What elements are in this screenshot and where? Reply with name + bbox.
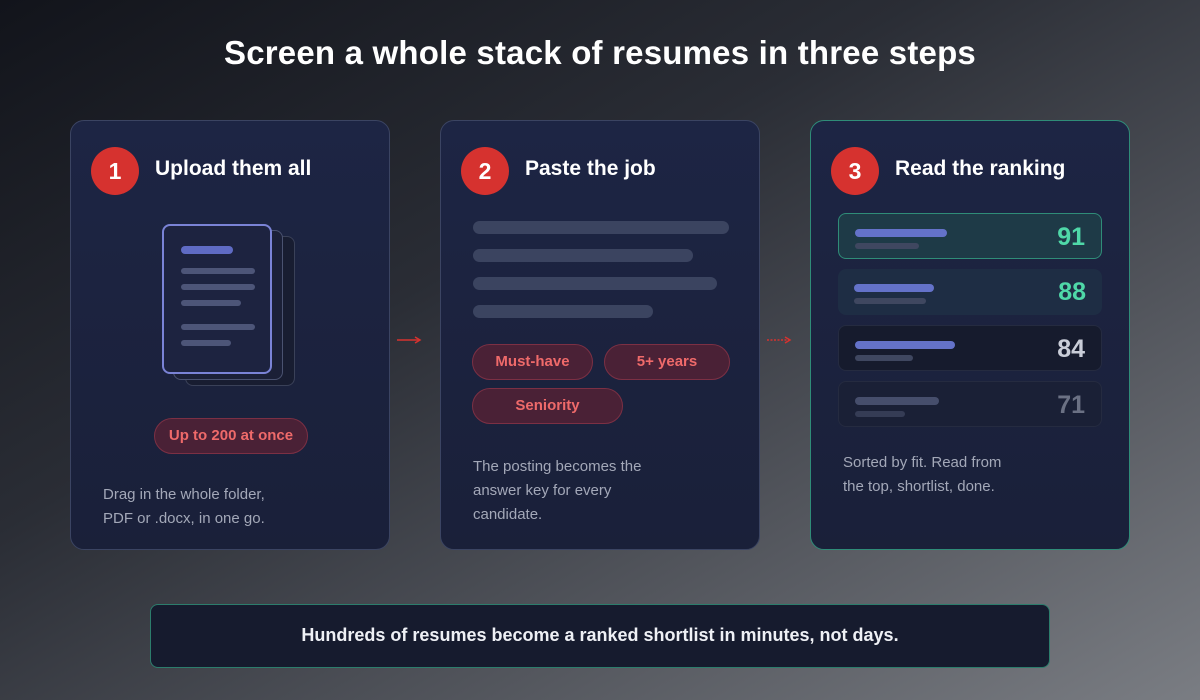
- job-text-line: [473, 277, 717, 290]
- job-text-line: [473, 305, 653, 318]
- requirement-pill: Seniority: [472, 388, 623, 424]
- step-description: Drag in the whole folder, PDF or .docx, …: [103, 483, 343, 531]
- step-description-line: candidate.: [473, 506, 543, 523]
- upload-limit-pill: Up to 200 at once: [154, 418, 308, 454]
- step-description-line: the top, shortlist, done.: [843, 478, 995, 495]
- candidate-detail-bar: [855, 243, 919, 249]
- step-title: Read the ranking: [895, 157, 1066, 180]
- candidate-name-bar: [854, 284, 934, 292]
- ranking-row: 91: [838, 213, 1102, 259]
- candidate-name-bar: [855, 341, 955, 349]
- step-description-line: answer key for every: [473, 482, 612, 499]
- step-description-line: PDF or .docx, in one go.: [103, 510, 265, 527]
- arrow-right-icon: [397, 336, 423, 344]
- step-description-line: Sorted by fit. Read from: [843, 454, 1002, 471]
- step-card-upload: 1 Upload them all Up to 200 at once Drag…: [70, 120, 390, 550]
- fit-score: 71: [1057, 391, 1085, 419]
- doc-text-line: [181, 268, 255, 274]
- fit-score: 91: [1057, 223, 1085, 251]
- fit-score: 88: [1058, 278, 1086, 306]
- doc-text-line: [181, 340, 231, 346]
- candidate-name-bar: [855, 397, 939, 405]
- step-number-badge: 1: [91, 147, 139, 195]
- ranking-row: 88: [838, 269, 1102, 315]
- step-description-line: Drag in the whole folder,: [103, 486, 265, 503]
- step-number-badge: 3: [831, 147, 879, 195]
- summary-banner: Hundreds of resumes become a ranked shor…: [150, 604, 1050, 668]
- step-description: The posting becomes the answer key for e…: [473, 455, 713, 527]
- candidate-detail-bar: [855, 411, 905, 417]
- doc-text-line: [181, 300, 241, 306]
- document-front-icon: [162, 224, 272, 374]
- candidate-name-bar: [855, 229, 947, 237]
- step-number-badge: 2: [461, 147, 509, 195]
- step-card-ranking: 3 Read the ranking 91 88 84 71 Sorted by…: [810, 120, 1130, 550]
- ranking-row: 71: [838, 381, 1102, 427]
- fit-score: 84: [1057, 335, 1085, 363]
- candidate-detail-bar: [854, 298, 926, 304]
- arrow-right-icon: [767, 336, 793, 344]
- page-title: Screen a whole stack of resumes in three…: [223, 34, 976, 71]
- doc-text-line: [181, 284, 255, 290]
- doc-heading-line: [181, 246, 233, 254]
- requirement-pill: Must-have: [472, 344, 593, 380]
- job-text-line: [473, 249, 693, 262]
- step-card-job: 2 Paste the job Must-have 5+ years Senio…: [440, 120, 760, 550]
- step-title: Upload them all: [155, 157, 312, 180]
- step-description-line: The posting becomes the: [473, 458, 642, 475]
- step-description: Sorted by fit. Read from the top, shortl…: [843, 451, 1083, 499]
- candidate-detail-bar: [855, 355, 913, 361]
- ranking-row: 84: [838, 325, 1102, 371]
- job-text-line: [473, 221, 729, 234]
- requirement-pill: 5+ years: [604, 344, 730, 380]
- doc-text-line: [181, 324, 255, 330]
- step-title: Paste the job: [525, 157, 656, 180]
